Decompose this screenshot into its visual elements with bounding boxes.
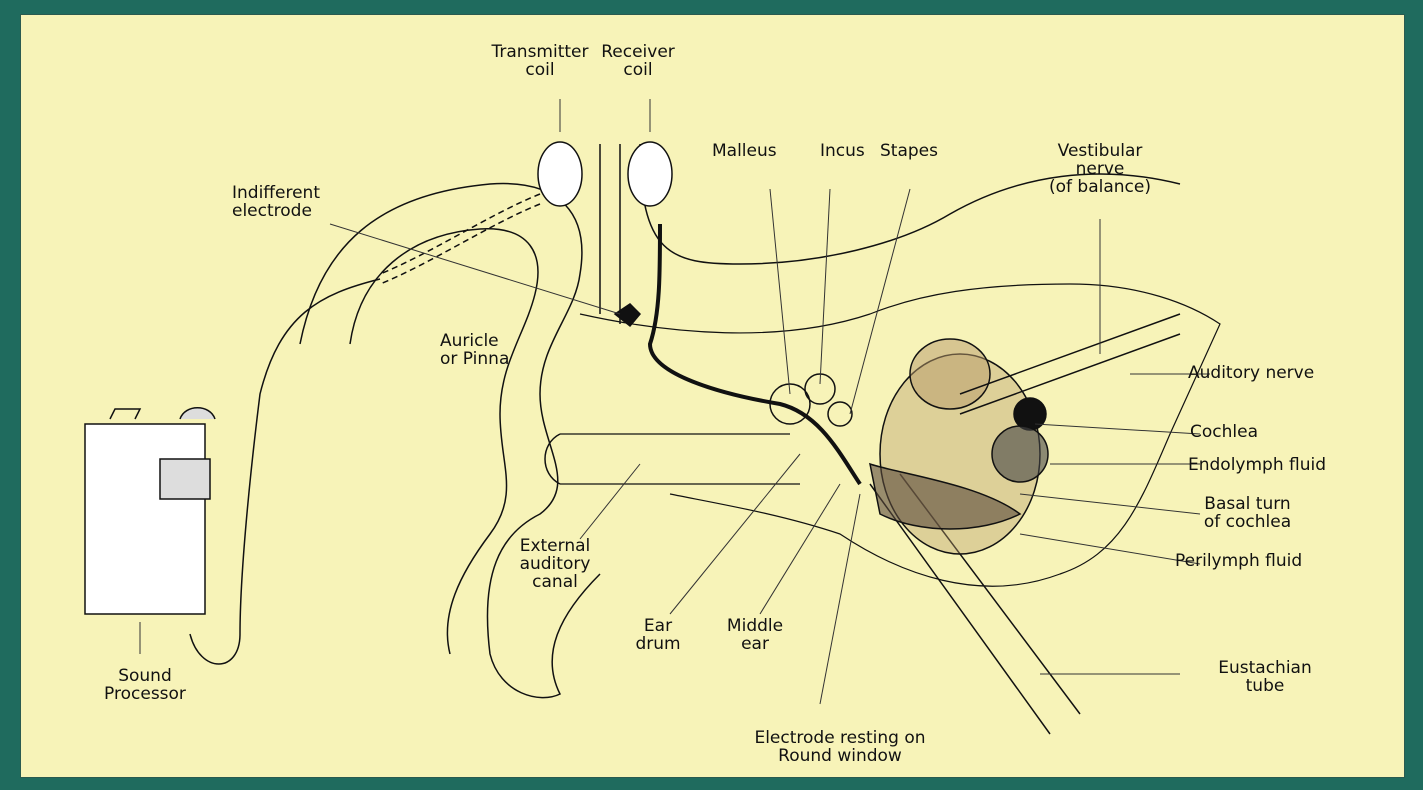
skull-line xyxy=(600,144,620,324)
electrode-lead xyxy=(650,224,860,484)
label-endolymph: Endolymph fluid xyxy=(1188,457,1326,475)
leader-eardrum xyxy=(670,454,800,614)
processor-grille xyxy=(160,459,210,499)
cochlea-inner xyxy=(910,339,990,409)
leader-incus xyxy=(820,189,830,384)
label-auditory-nerve: Auditory nerve xyxy=(1188,365,1314,383)
cochlea-turn-2 xyxy=(992,426,1048,482)
label-perilymph: Perilymph fluid xyxy=(1175,553,1302,571)
label-receiver-coil: Receiver coil xyxy=(583,44,693,80)
label-indifferent-electrode: Indifferent electrode xyxy=(232,185,320,221)
indifferent-electrode-tip xyxy=(615,304,640,326)
label-eustachian: Eustachian tube xyxy=(1200,660,1330,696)
pinna-outline xyxy=(300,184,600,698)
label-stapes: Stapes xyxy=(880,143,938,161)
label-auricle: Auricle or Pinna xyxy=(440,333,509,369)
receiver-coil xyxy=(628,142,672,206)
cochlea-turn-1 xyxy=(1014,398,1046,430)
leader-cochlea xyxy=(1035,424,1200,434)
label-sound-processor: Sound Processor xyxy=(90,668,200,704)
leader-stapes xyxy=(850,189,910,414)
leader-electrode xyxy=(820,494,860,704)
label-electrode-round-window: Electrode resting on Round window xyxy=(720,730,960,766)
label-basal-turn: Basal turn of cochlea xyxy=(1180,496,1315,532)
leader-canal xyxy=(580,464,640,539)
transmitter-coil xyxy=(538,142,582,206)
label-ear-drum: Ear drum xyxy=(628,618,688,654)
cochlear-implant-ear-diagram xyxy=(20,14,1403,776)
processor-clip xyxy=(110,409,140,419)
label-external-canal: External auditory canal xyxy=(495,538,615,592)
label-vestibular-nerve: Vestibular nerve (of balance) xyxy=(1025,143,1175,197)
ossicle-stapes xyxy=(828,402,852,426)
leader-middle xyxy=(760,484,840,614)
label-middle-ear: Middle ear xyxy=(715,618,795,654)
label-cochlea: Cochlea xyxy=(1190,424,1258,442)
leader-malleus xyxy=(770,189,790,394)
leader-indifferent xyxy=(330,224,620,314)
label-malleus: Malleus xyxy=(712,143,777,161)
ear-canal xyxy=(560,434,800,484)
label-incus: Incus xyxy=(820,143,865,161)
leader-basal xyxy=(1020,494,1200,514)
coil-cable xyxy=(380,194,540,284)
sound-processor-box xyxy=(85,424,205,614)
processor-dome xyxy=(180,408,215,419)
leader-perilymph xyxy=(1020,534,1200,564)
